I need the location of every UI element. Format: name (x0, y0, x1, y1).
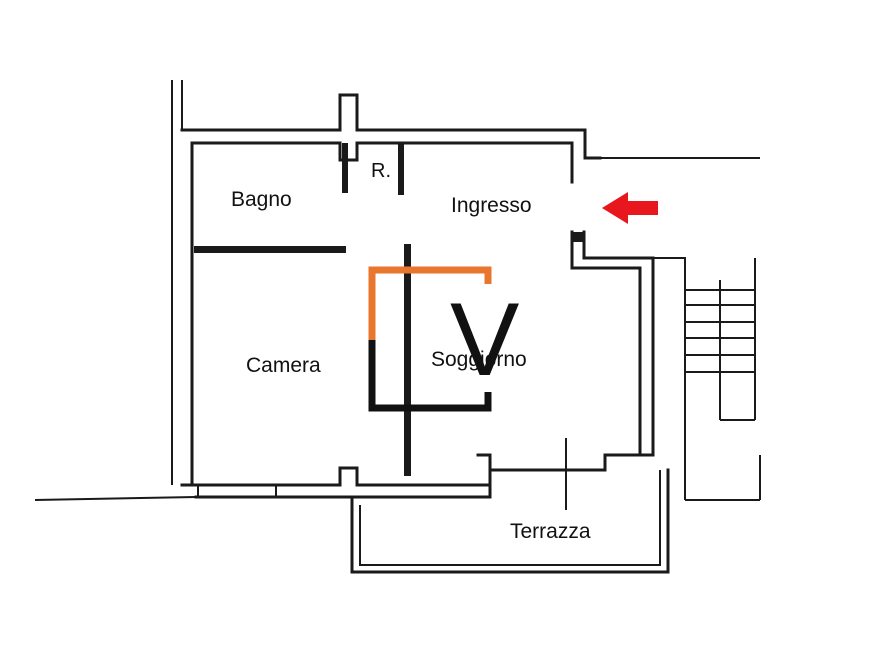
room-label-bagno: Bagno (231, 188, 292, 211)
room-label-terrazza: Terrazza (510, 520, 591, 543)
room-label-ripostiglio: R. (371, 160, 391, 182)
logo-watermark: V (368, 266, 519, 412)
red-arrow-left-icon (602, 192, 658, 224)
staircase (685, 258, 756, 421)
terrace (350, 438, 670, 574)
exterior-walls (34, 80, 761, 501)
interior-walls (194, 143, 584, 476)
room-label-camera: Camera (246, 354, 321, 377)
room-label-ingresso: Ingresso (451, 194, 532, 217)
logo-letter: V (450, 282, 519, 398)
room-label-soggiorno: Soggiorno (431, 348, 527, 371)
